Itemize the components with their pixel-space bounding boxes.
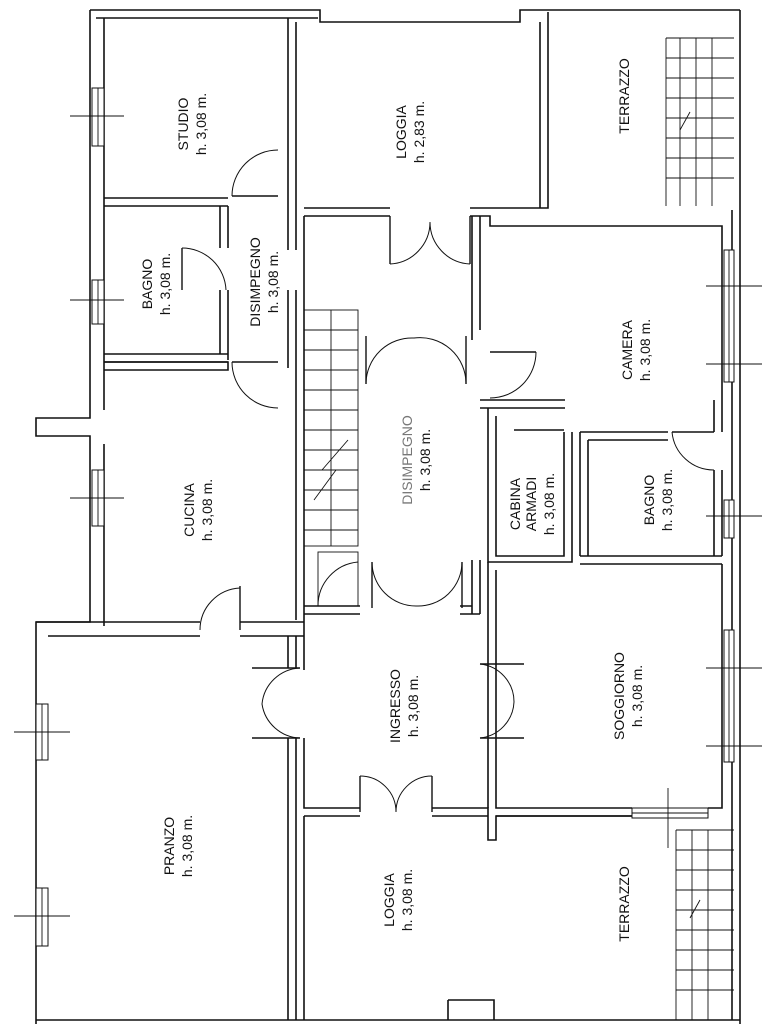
room-height: h. 3,08 m. (265, 251, 281, 313)
room-name: DISIMPEGNO (399, 415, 415, 505)
room-label-bagno-left: BAGNO h. 3,08 m. (139, 253, 173, 315)
room-name: PRANZO (161, 817, 177, 875)
room-name: BAGNO (139, 259, 155, 310)
room-name: STUDIO (175, 97, 191, 150)
room-label-cucina: CUCINA h. 3,08 m. (181, 479, 215, 541)
room-height: h. 3,08 m. (157, 253, 173, 315)
room-height: h. 2,83 m. (411, 101, 427, 163)
room-height: h. 3,08 m. (541, 473, 557, 535)
room-name: TERRAZZO (616, 866, 632, 942)
room-label-bagno-right: BAGNO h. 3,08 m. (641, 469, 675, 531)
windows (14, 87, 762, 947)
room-name: SOGGIORNO (611, 652, 627, 740)
room-height: h. 3,08 m. (405, 675, 421, 737)
room-label-disimpegno-small: DISIMPEGNO h. 3,08 m. (247, 237, 281, 327)
room-name: LOGGIA (393, 104, 409, 158)
room-name-line2: ARMADI (523, 477, 539, 531)
room-name: LOGGIA (381, 872, 397, 926)
exterior-walls (35, 9, 741, 1024)
room-height: h. 3,08 m. (637, 319, 653, 381)
room-label-pranzo: PRANZO h. 3,08 m. (161, 815, 195, 877)
room-label-loggia-top: LOGGIA h. 2,83 m. (393, 101, 427, 163)
room-name: TERRAZZO (616, 58, 632, 134)
room-height: h. 3,08 m. (199, 479, 215, 541)
room-name: CUCINA (181, 483, 197, 537)
room-height: h. 3,08 m. (417, 429, 433, 491)
room-height: h. 3,08 m. (629, 665, 645, 727)
terrace-steps-bottom (675, 829, 734, 1020)
room-name: CAMERA (619, 319, 635, 380)
room-label-loggia-bottom: LOGGIA h. 3,08 m. (381, 869, 415, 931)
room-name: INGRESSO (387, 669, 403, 743)
room-name: DISIMPEGNO (247, 237, 263, 327)
room-height: h. 3,08 m. (179, 815, 195, 877)
interior-walls (36, 12, 723, 1020)
terrace-steps-top (665, 37, 734, 206)
room-label-studio: STUDIO h. 3,08 m. (175, 93, 209, 155)
room-label-ingresso: INGRESSO h. 3,08 m. (387, 669, 421, 743)
room-label-terrazzo-top: TERRAZZO (616, 58, 632, 134)
staircase (303, 309, 359, 607)
room-height: h. 3,08 m. (193, 93, 209, 155)
doors (181, 149, 715, 813)
room-label-cabina-armadi: CABINA ARMADI h. 3,08 m. (507, 473, 557, 535)
room-label-terrazzo-bottom: TERRAZZO (616, 866, 632, 942)
room-label-camera: CAMERA h. 3,08 m. (619, 319, 653, 381)
room-label-soggiorno: SOGGIORNO h. 3,08 m. (611, 652, 645, 740)
room-name: CABINA (507, 477, 523, 530)
room-label-disimpegno-main: DISIMPEGNO h. 3,08 m. (399, 415, 433, 505)
room-name: BAGNO (641, 475, 657, 526)
room-height: h. 3,08 m. (399, 869, 415, 931)
room-height: h. 3,08 m. (659, 469, 675, 531)
